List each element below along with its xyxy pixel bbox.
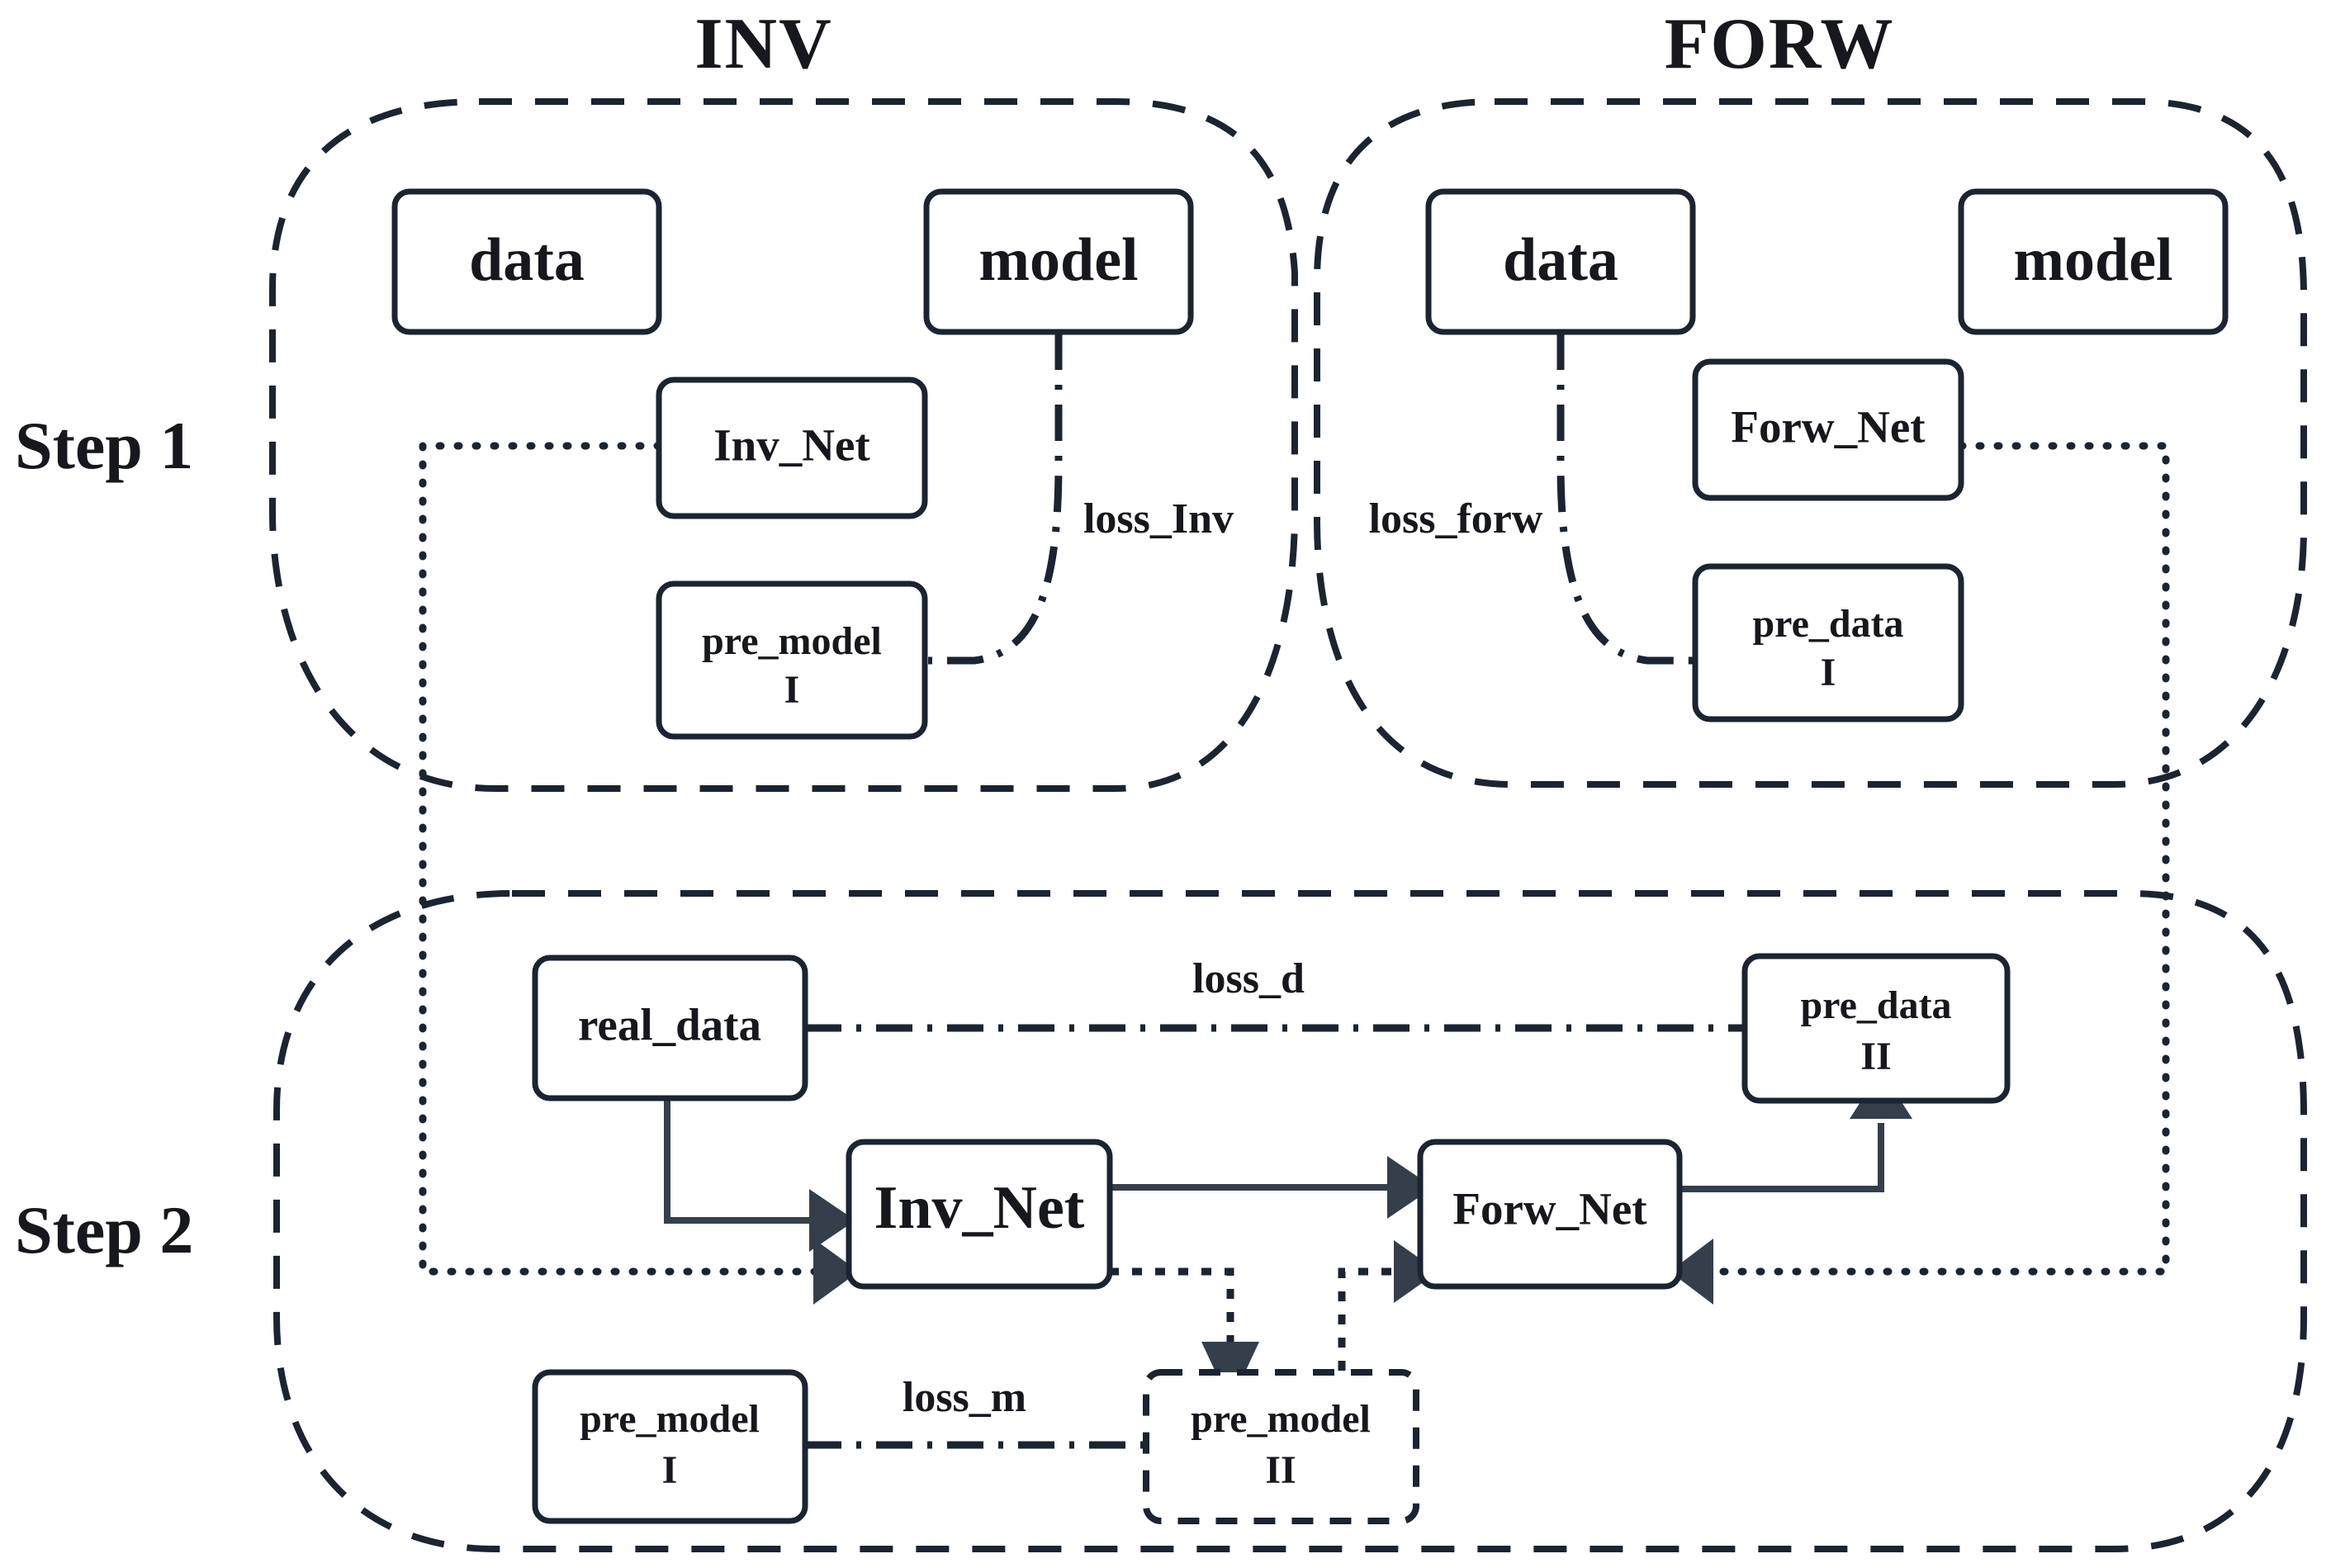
- box-forw-data[interactable]: data: [1425, 188, 1696, 335]
- box-pre-data-2-line2: II: [1860, 1035, 1891, 1078]
- arrowhead-real-data-to-inv-net: [809, 1189, 855, 1252]
- group-title-inv: INV: [694, 4, 832, 84]
- loss-forw-label: loss_forw: [1369, 495, 1543, 542]
- arrowhead-forw-net-dotted-in-right: [1670, 1239, 1713, 1305]
- route-forw-net-step1-to-step2: [1697, 442, 2170, 1276]
- box-pre-model-1-step2-line2: I: [662, 1448, 678, 1492]
- box-inv-net-step2[interactable]: Inv_Net: [846, 1139, 1113, 1290]
- group-title-forw: FORW: [1665, 4, 1895, 84]
- box-inv-model-label: model: [978, 226, 1138, 294]
- box-forw-net-step2[interactable]: Forw_Net: [1417, 1139, 1683, 1290]
- box-pre-model-2-line1: pre_model: [1191, 1397, 1371, 1441]
- box-forw-net-step1-label: Forw_Net: [1731, 402, 1926, 452]
- route-loss-inv: [928, 334, 1063, 665]
- step2-group-outline: [273, 890, 2307, 1552]
- box-pre-model-1-step2-line1: pre_model: [580, 1397, 760, 1441]
- box-forw-net-step1[interactable]: Forw_Net: [1692, 358, 1964, 501]
- box-inv-data[interactable]: data: [391, 188, 662, 335]
- box-inv-model[interactable]: model: [923, 188, 1194, 335]
- box-pre-model-1-step2[interactable]: pre_model I: [532, 1369, 808, 1524]
- loss-inv-label: loss_Inv: [1083, 495, 1234, 542]
- route-inv-net-step1-to-step2: [419, 442, 831, 1276]
- box-pre-model-1-step1-line2: I: [784, 668, 800, 712]
- inv-group-outline: [269, 98, 1298, 792]
- route-pre-model-2-to-forw-net: [1338, 1267, 1404, 1371]
- box-pre-model-1-step1[interactable]: pre_model I: [656, 580, 928, 740]
- step-1-label: Step 1: [15, 408, 193, 483]
- box-inv-net-step2-label: Inv_Net: [874, 1174, 1085, 1242]
- box-real-data[interactable]: real_data: [532, 955, 808, 1101]
- box-pre-model-1-step1-line1: pre_model: [702, 619, 882, 663]
- route-real-data-to-inv-net: [664, 1098, 822, 1224]
- box-forw-model[interactable]: model: [1958, 188, 2229, 335]
- box-pre-data-1-step1-line2: I: [1821, 651, 1836, 694]
- box-forw-data-label: data: [1503, 226, 1618, 294]
- box-inv-data-label: data: [469, 226, 585, 294]
- loss-m-label: loss_m: [903, 1374, 1026, 1421]
- box-real-data-label: real_data: [578, 1000, 761, 1050]
- step-2-label: Step 2: [15, 1192, 193, 1267]
- arrowhead-pre-model-2-to-forw-net: [1394, 1240, 1438, 1303]
- route-inv-net-to-pre-model-2: [1109, 1267, 1234, 1354]
- arrowhead-inv-net-dotted-in: [813, 1239, 859, 1305]
- box-pre-data-1-step1-line1: pre_data: [1752, 602, 1903, 646]
- box-pre-model-2-line2: II: [1265, 1448, 1296, 1492]
- box-pre-data-1-step1[interactable]: pre_data I: [1692, 563, 1964, 722]
- route-forw-net-to-pre-data-2: [1679, 1123, 1884, 1192]
- forw-group-outline: [1314, 98, 2307, 788]
- arrowhead-inv-net-to-forw-net: [1387, 1156, 1433, 1219]
- loss-d-label: loss_d: [1192, 955, 1305, 1002]
- box-inv-net-step1-label: Inv_Net: [713, 420, 870, 471]
- box-pre-data-2[interactable]: pre_data II: [1741, 953, 2011, 1104]
- box-pre-data-2-line1: pre_data: [1800, 983, 1951, 1027]
- box-forw-model-label: model: [2013, 226, 2172, 294]
- box-inv-net-step1[interactable]: Inv_Net: [656, 377, 928, 519]
- box-pre-model-2[interactable]: pre_model II: [1143, 1369, 1419, 1524]
- box-forw-net-step2-label: Forw_Net: [1452, 1184, 1647, 1234]
- route-loss-forw: [1556, 334, 1695, 665]
